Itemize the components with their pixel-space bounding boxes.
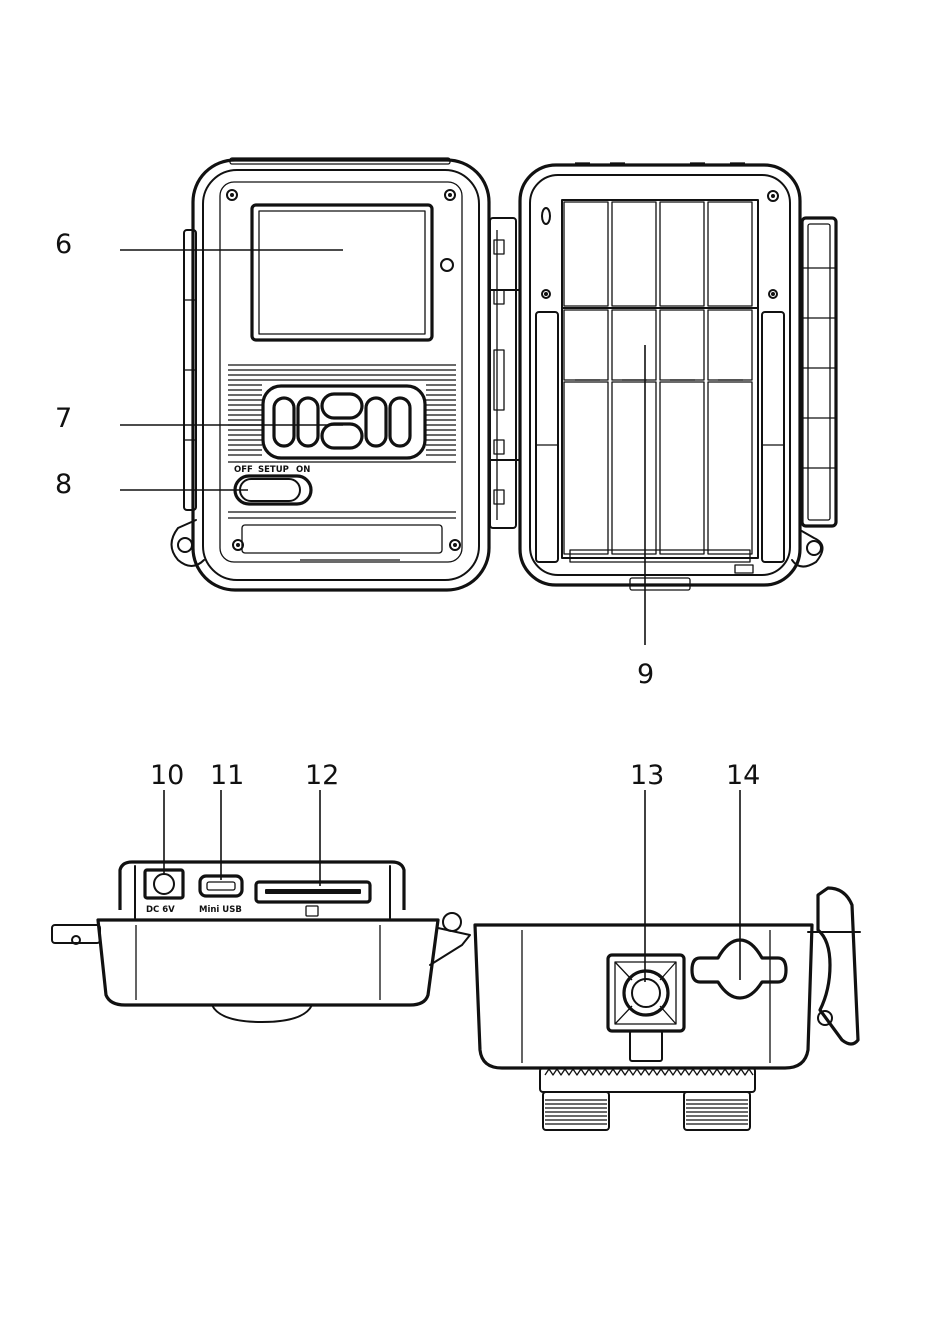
button-4 [366,398,386,446]
tripod-socket [608,955,684,1061]
callout-11: 11 [210,760,244,791]
hinge [490,218,520,528]
underside-front-unit [52,862,470,1022]
switch-label-off: OFF [234,465,253,475]
button-down [322,424,362,448]
underside-rear-unit [475,888,860,1130]
control-buttons [263,386,425,458]
callout-6: 6 [55,229,72,260]
callout-9: 9 [637,659,654,690]
button-right [390,398,410,446]
callout-8: 8 [55,469,72,500]
usb-port-label: Mini USB [199,905,242,915]
mini-usb-port: Mini USB [199,876,242,915]
button-2 [298,398,318,446]
callout-10: 10 [150,760,184,791]
front-lower-panel [228,512,456,560]
battery-compartment [562,200,758,562]
switch-label-setup: SETUP [258,465,289,475]
lcd-screen [252,205,432,340]
sd-card-slot [256,882,370,916]
dc-port-label: DC 6V [146,905,175,915]
callout-12: 12 [305,760,339,791]
dc-port: DC 6V [145,870,183,915]
callout-14: 14 [726,760,760,791]
button-left [274,398,294,446]
callout-13: 13 [630,760,664,791]
keyhole-mount [692,940,786,998]
switch-label-on: ON [296,465,310,475]
mode-switch: OFF SETUP ON [234,465,311,504]
callout-7: 7 [55,403,72,434]
button-up [322,394,362,418]
